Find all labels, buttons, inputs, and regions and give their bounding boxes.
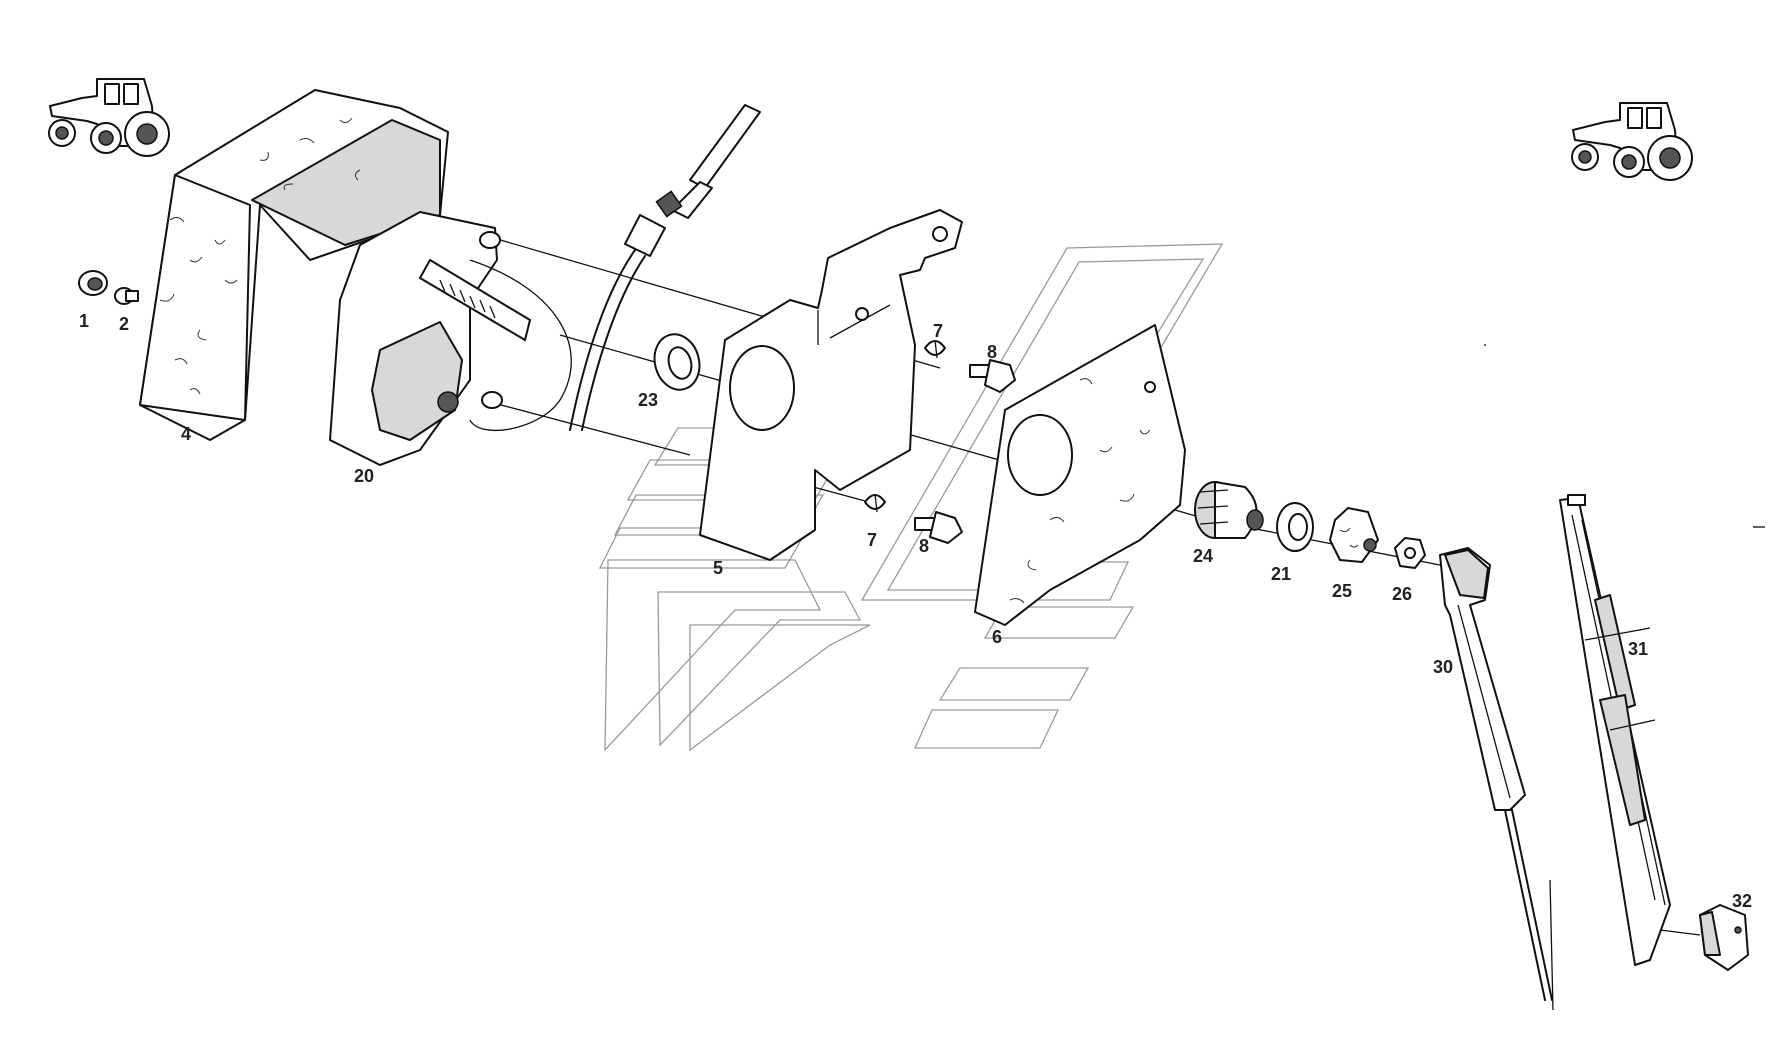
part-8-bolt-upper [969,359,1016,393]
part-32-clip [1659,904,1749,971]
part-7-washer-lower [864,493,886,513]
callout-21: 21 [1271,564,1291,584]
callout-24: 24 [1193,546,1213,566]
callout-8-lower: 8 [919,536,929,556]
part-1-nut [78,270,108,296]
callout-8-upper: 8 [987,342,997,362]
part-23-grommet [653,333,701,391]
part-21-washer [1276,502,1314,552]
callout-5: 5 [713,558,723,578]
callout-7-lower: 7 [867,530,877,550]
callout-25: 25 [1332,581,1352,601]
part-5-bracket [699,209,963,561]
part-20-wiper-motor [329,211,572,466]
callout-4: 4 [181,424,191,444]
part-24-housing [1194,481,1264,539]
part-25-cap [1329,507,1379,563]
callout-labels: 1 2 4 20 23 5 7 8 7 8 6 24 21 25 26 30 3… [79,311,1752,911]
callout-31: 31 [1628,639,1648,659]
callout-7-upper: 7 [933,321,943,341]
callout-1: 1 [79,311,89,331]
tractor-icon-right [1571,102,1693,181]
callout-30: 30 [1433,657,1453,677]
part-7-washer-upper [924,339,946,359]
callout-2: 2 [119,314,129,334]
callout-23: 23 [638,390,658,410]
tractor-icon-left [48,78,170,157]
wiring-harness [569,104,761,431]
part-26-nut [1394,537,1426,569]
part-2-screw [114,287,139,305]
part-6-plate [974,324,1186,626]
part-31-wiper-blade [1559,494,1671,966]
callout-26: 26 [1392,584,1412,604]
part-4-cover [139,89,449,441]
callout-20: 20 [354,466,374,486]
part-8-bolt-lower [914,511,963,544]
callout-32: 32 [1732,891,1752,911]
part-30-wiper-arm [1439,547,1553,1001]
callout-6: 6 [992,627,1002,647]
